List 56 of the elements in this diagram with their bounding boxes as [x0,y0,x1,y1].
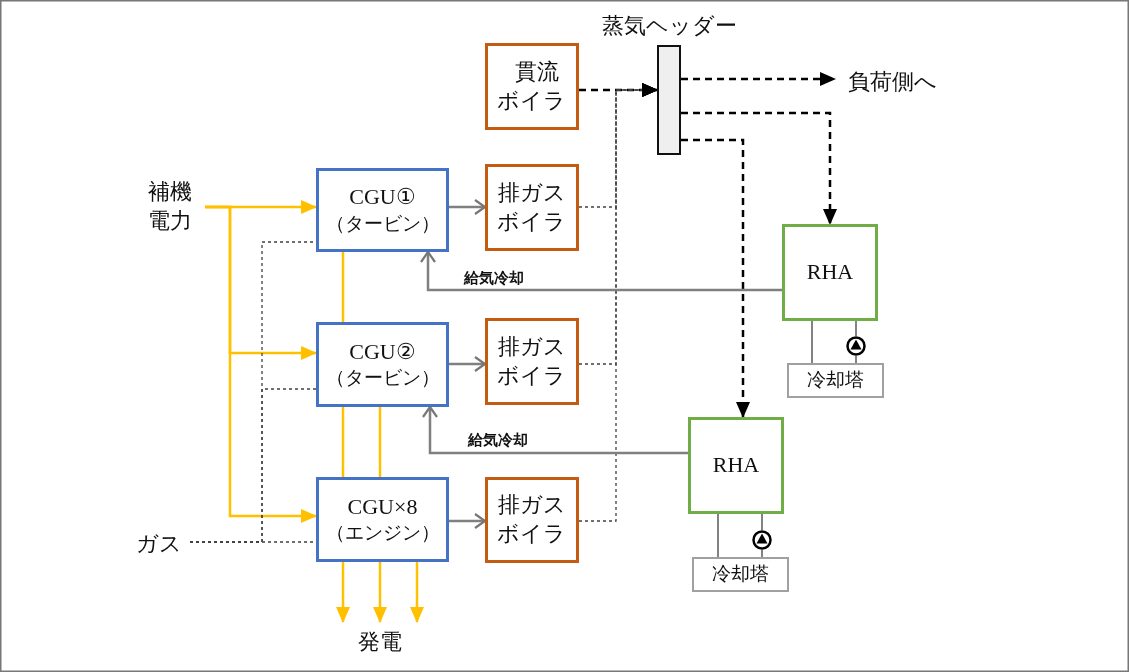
cooling-tower-box [787,363,884,398]
node-subtitle: （タービン） [325,211,440,236]
cgu-box [316,477,449,562]
arrow [336,562,350,623]
text-label: 発電 [358,627,402,656]
arrow [449,512,487,530]
arrow [410,562,424,623]
node-title: 蒸気ヘッダー [601,12,737,41]
edge-label: 給気冷却 [462,270,526,287]
boiler-box [485,477,579,563]
connector-line [855,320,857,337]
node-title: 排ガスボイラ [496,332,568,390]
node-title: RHA [806,258,854,287]
cooling-tower-box [692,557,789,592]
rha-box [782,224,878,321]
text-label: 補機電力 [147,178,193,235]
text-label: ガス [136,529,182,558]
node-title: 貫流ボイラ [496,57,568,115]
arrow [449,198,487,216]
connector-line [378,407,382,477]
arrow [421,405,688,455]
arrow [373,562,387,623]
arrow [578,83,658,522]
edge-label: 給気冷却 [466,432,530,449]
connector-line [761,549,763,558]
node-title: 冷却塔 [807,368,864,393]
arrow [681,72,836,86]
node-title: CGU① [349,183,416,212]
boiler-box [485,164,579,251]
node-title: 排ガスボイラ [496,491,568,548]
connector-line [341,252,345,322]
node-title: RHA [712,451,760,480]
connector-line [761,513,763,531]
connector-line [855,355,857,364]
arrow [449,355,487,373]
node-title: CGU② [349,337,416,366]
boiler-box [485,43,579,130]
arrow [205,205,317,523]
text-label: 負荷側へ [848,67,937,96]
arrow [681,138,750,418]
node-title: 排ガスボイラ [496,178,568,236]
connector-line [717,513,719,558]
connector-line [341,407,345,477]
pump-icon [846,336,866,356]
pump-icon [752,530,772,550]
cgu-box [316,322,449,407]
node-title: CGU×8 [347,492,418,521]
connector-line [811,320,813,364]
cgu-box [316,168,449,252]
arrow [681,111,837,225]
node-subtitle: （タービン） [325,366,440,391]
rha-box [688,417,784,514]
arrow [419,250,782,292]
boiler-box [485,318,579,405]
node-subtitle: （エンジン） [325,521,440,546]
node-title: 冷却塔 [712,562,769,587]
